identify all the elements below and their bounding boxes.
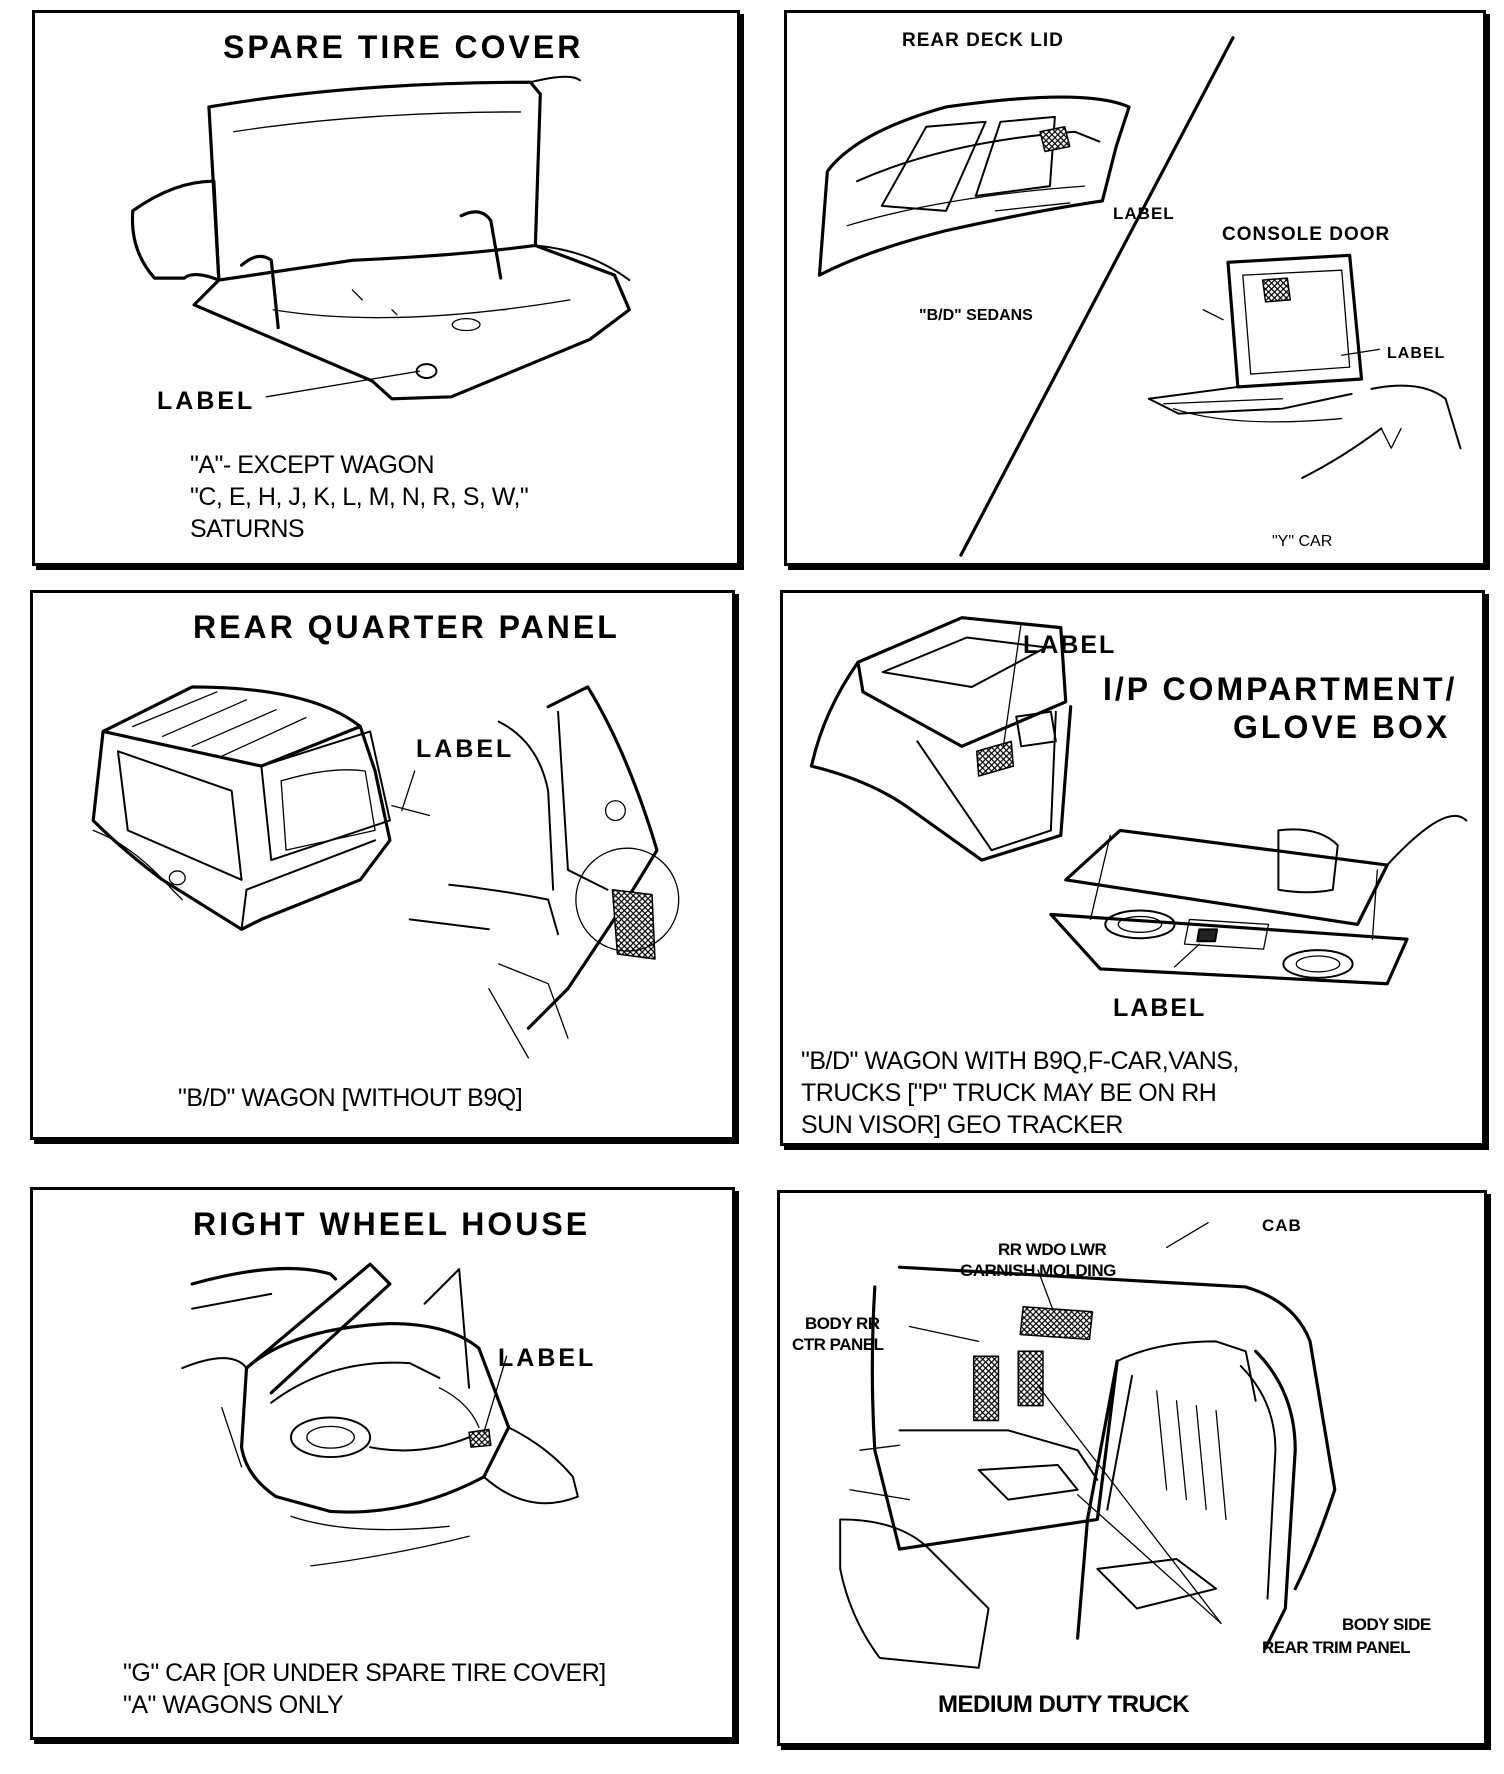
spare-tire-label-callout: LABEL [157,387,256,415]
panel-medium-duty-truck: CAB RR WDO LWR GARNISH MOLDING BODY RR C… [777,1190,1487,1746]
wheel-house-label-callout: LABEL [498,1344,597,1372]
spare-tire-title: SPARE TIRE COVER [223,29,584,65]
rear-quarter-caption: "B/D" WAGON [WITHOUT B9Q] [178,1084,523,1112]
ip-bottom-label-callout: LABEL [1113,994,1207,1022]
spare-tire-caption: "A"- EXCEPT WAGON "C, E, H, J, K, L, M, … [190,449,529,545]
rear-quarter-label-callout: LABEL [416,735,515,763]
ip-compartment-caption: "B/D" WAGON WITH B9Q,F-CAR,VANS, TRUCKS … [801,1045,1239,1141]
garnish-molding-callout-line2: GARNISH MOLDING [960,1261,1116,1280]
caption-line: "G" CAR [OR UNDER SPARE TIRE COVER] [123,1659,606,1687]
wheel-house-title: RIGHT WHEEL HOUSE [193,1206,591,1242]
panel-rear-quarter-panel: REAR QUARTER PANEL LABEL "B/D" WAGON [WI… [30,590,735,1140]
panel-right-wheel-house: RIGHT WHEEL HOUSE LABEL "G" CAR [OR UNDE… [30,1187,735,1740]
body-side-trim-callout-line1: BODY SIDE [1342,1615,1431,1634]
wheel-house-trunk-illustration [181,1262,579,1567]
caption-line: "B/D" WAGON WITH B9Q,F-CAR,VANS, [801,1047,1239,1075]
rear-quarter-title: REAR QUARTER PANEL [193,609,620,645]
y-car-caption: "Y" CAR [1272,533,1333,550]
caption-line: "A" WAGONS ONLY [123,1691,344,1719]
caption-line: SUN VISOR] GEO TRACKER [801,1111,1123,1139]
cab-callout: CAB [1262,1216,1302,1235]
medium-duty-truck-caption: MEDIUM DUTY TRUCK [938,1691,1190,1718]
bd-sedans-caption: "B/D" SEDANS [919,307,1033,324]
wheel-house-caption: "G" CAR [OR UNDER SPARE TIRE COVER] "A" … [123,1657,606,1721]
ip-top-label-callout: LABEL [1023,631,1117,659]
deck-lid-console-illustration [817,36,1462,557]
caption-line: SATURNS [190,515,305,543]
glove-box-illustration [809,616,1468,986]
caption-line: "C, E, H, J, K, L, M, N, R, S, W," [190,483,529,511]
console-door-label-callout: LABEL [1387,345,1446,362]
panel-spare-tire-cover: SPARE TIRE COVER LABEL "A"- EXCEPT WAGON… [32,10,740,566]
rear-deck-lid-title: REAR DECK LID [902,30,1064,51]
garnish-molding-callout-line1: RR WDO LWR [998,1240,1107,1259]
panel-ip-compartment: LABEL I/P COMPARTMENT/ GLOVE BOX LABEL "… [780,590,1485,1146]
spare-tire-trunk-illustration [130,75,631,401]
body-rr-ctr-panel-callout-line1: BODY RR [805,1314,880,1333]
deck-lid-label-callout: LABEL [1113,204,1175,223]
caption-line: "A"- EXCEPT WAGON [190,451,435,479]
panel-rear-deck-lid: REAR DECK LID LABEL "B/D" SEDANS CONSOLE… [784,10,1486,566]
caption-line: TRUCKS ["P" TRUCK MAY BE ON RH [801,1079,1217,1107]
console-door-title: CONSOLE DOOR [1222,224,1391,245]
truck-cab-interior-illustration [839,1222,1337,1669]
ip-compartment-title-line1: I/P COMPARTMENT/ [1103,671,1458,707]
body-side-trim-callout-line2: REAR TRIM PANEL [1262,1638,1411,1657]
body-rr-ctr-panel-callout-line2: CTR PANEL [792,1335,884,1354]
ip-compartment-title-line2: GLOVE BOX [1233,709,1451,745]
wagon-rear-quarter-illustration [91,685,680,1059]
